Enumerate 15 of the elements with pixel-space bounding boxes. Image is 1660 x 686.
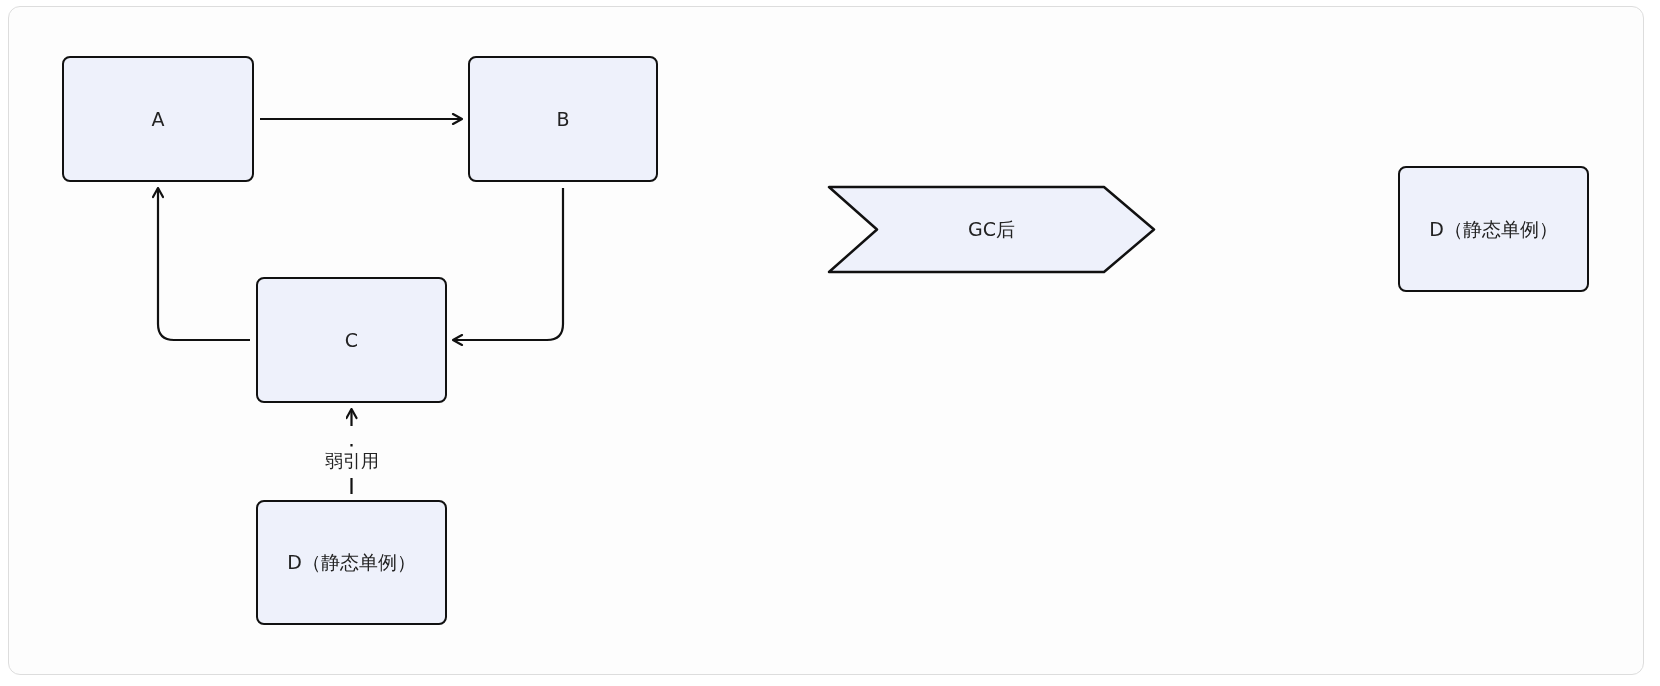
node-label: D（静态单例） [1429,216,1558,242]
node-label: C [344,327,359,353]
node-label: D（静态单例） [287,550,416,576]
process-box [62,56,254,182]
arrow [451,188,565,347]
process-box [468,56,658,182]
node-label: B [556,106,570,132]
arrow [151,186,250,342]
process-box [1398,166,1589,292]
arrow [260,112,464,126]
process-box [256,277,447,403]
process-box [256,500,447,625]
node-label: A [151,106,165,132]
node-label: GC后 [968,217,1015,243]
chevron-shape [827,185,1156,274]
